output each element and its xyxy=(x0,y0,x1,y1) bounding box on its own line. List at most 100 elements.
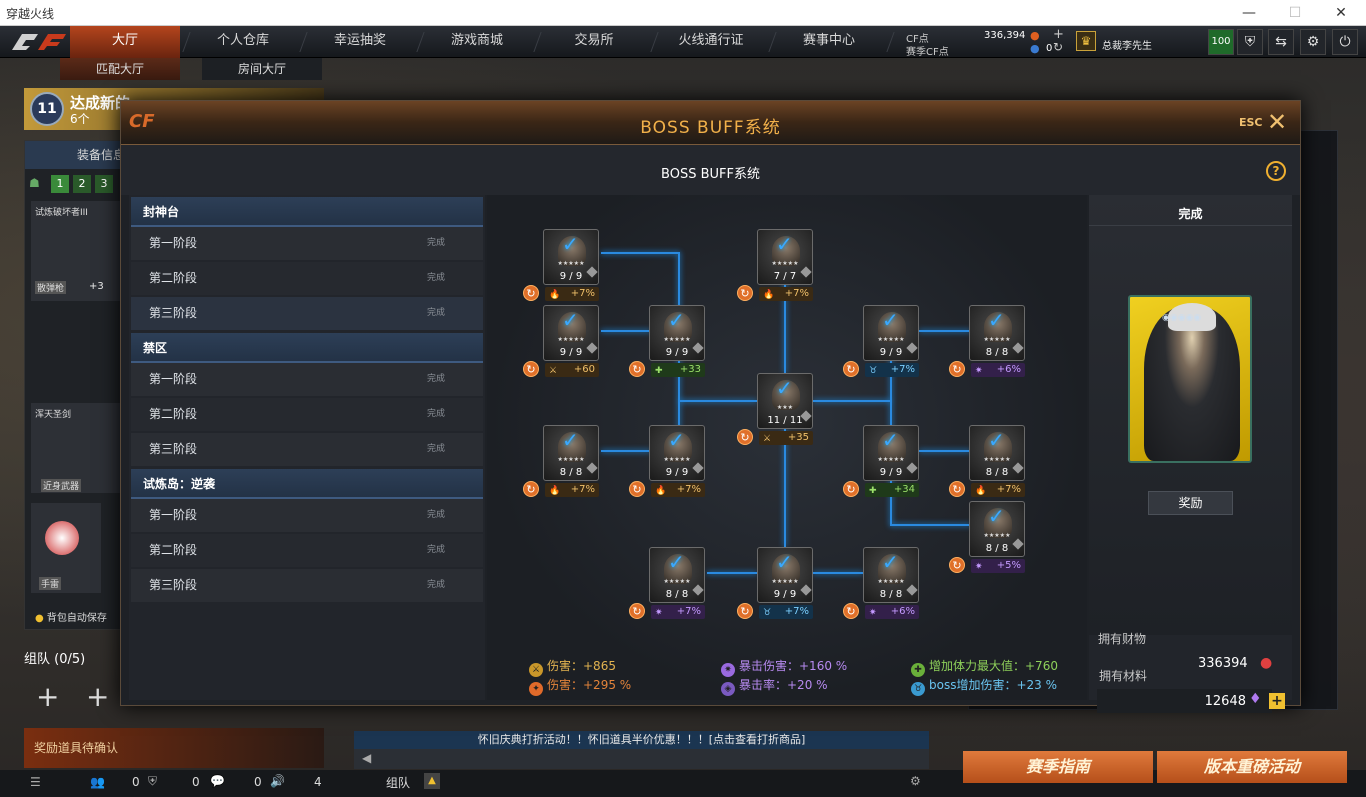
tab-slot-2[interactable]: 2 xyxy=(73,175,91,193)
buff-node[interactable]: ✓★★★★★8 / 8 xyxy=(969,501,1025,557)
reset-icon[interactable]: ↻ xyxy=(523,361,539,377)
buff-node[interactable]: ✓★★★★★9 / 9 xyxy=(757,547,813,603)
switch-icon[interactable]: ⇆ xyxy=(1268,29,1294,55)
nav-lucky-draw[interactable]: 幸运抽奖 xyxy=(333,33,386,48)
list-item[interactable]: 第三阶段完成 xyxy=(131,297,483,330)
node-bonus-value: +7% xyxy=(676,606,701,617)
gear-icon[interactable]: ⚙ xyxy=(1300,29,1326,55)
username[interactable]: 总裁李先生 xyxy=(1102,41,1152,52)
buff-node[interactable]: ✓★★★★★9 / 9 xyxy=(649,305,705,361)
reset-icon[interactable]: ↻ xyxy=(629,603,645,619)
nav-shop[interactable]: 游戏商城 xyxy=(450,33,503,48)
node-stars: ★★★★★ xyxy=(877,456,905,463)
boss-portrait xyxy=(984,432,1012,462)
group-header[interactable]: 禁区 xyxy=(131,333,483,363)
group-header[interactable]: 封神台 xyxy=(131,197,483,227)
list-item[interactable]: 第三阶段完成 xyxy=(131,569,483,602)
reset-icon[interactable]: ↻ xyxy=(843,361,859,377)
shield-icon[interactable]: ⛨ xyxy=(1237,29,1263,55)
buff-node[interactable]: ✓★★★★★9 / 9 xyxy=(863,425,919,481)
buff-node[interactable]: ✓★★★★★8 / 8 xyxy=(863,547,919,603)
buff-node[interactable]: ✓★★★★★8 / 8 xyxy=(969,305,1025,361)
speaker-icon[interactable]: ◀ xyxy=(362,751,372,765)
group-header[interactable]: 试炼岛：逆袭 xyxy=(131,469,483,499)
esc-label[interactable]: ESC xyxy=(1239,116,1263,129)
add-member-icon[interactable]: + xyxy=(36,680,60,713)
buff-node[interactable]: ✓★★★★★8 / 8 xyxy=(543,425,599,481)
reset-icon[interactable]: ↻ xyxy=(523,481,539,497)
sub-match-lobby[interactable]: 匹配大厅 xyxy=(60,58,180,80)
tab-slot-3[interactable]: 3 xyxy=(95,175,113,193)
list-item[interactable]: 第二阶段完成 xyxy=(131,534,483,567)
nav-lobby[interactable]: 大厅 xyxy=(70,26,180,58)
reset-icon[interactable]: ↻ xyxy=(843,603,859,619)
reset-icon[interactable]: ↻ xyxy=(737,603,753,619)
buff-node[interactable]: ✓★★★★★7 / 7 xyxy=(757,229,813,285)
weapon-slot-2[interactable]: 浑天圣剑 近身武器 xyxy=(31,403,121,493)
maximize-button[interactable]: ☐ xyxy=(1288,5,1302,21)
season-cf-label: 赛季CF点 xyxy=(906,47,949,58)
shield-icon[interactable]: ⛨ xyxy=(148,774,158,788)
friends-icon[interactable]: 👥 xyxy=(90,775,105,789)
character-card[interactable]: ◉◉◉◉◉ xyxy=(1128,295,1252,463)
list-item[interactable]: 第二阶段完成 xyxy=(131,262,483,295)
buff-node[interactable]: ✓★★★★★9 / 9 xyxy=(543,229,599,285)
team-channel-button[interactable]: 组队 xyxy=(386,776,411,790)
list-item[interactable]: 第三阶段完成 xyxy=(131,433,483,466)
close-window-button[interactable]: ✕ xyxy=(1335,5,1347,21)
chat-icon[interactable]: 💬 xyxy=(210,774,225,788)
season-guide-button[interactable]: 赛季指南 xyxy=(963,751,1153,783)
reset-icon[interactable]: ↻ xyxy=(523,285,539,301)
reset-icon[interactable]: ↻ xyxy=(949,481,965,497)
buff-node[interactable]: ✓★★★11 / 11 xyxy=(757,373,813,429)
nav-events[interactable]: 赛事中心 xyxy=(802,33,855,48)
tab-slot-1[interactable]: 1 xyxy=(51,175,69,193)
version-event-button[interactable]: 版本重磅活动 xyxy=(1157,751,1347,783)
list-item[interactable]: 第一阶段完成 xyxy=(131,499,483,532)
menu-icon[interactable]: ☰ xyxy=(30,775,41,789)
list-item[interactable]: 第一阶段完成 xyxy=(131,363,483,396)
volume-icon[interactable]: 🔊 xyxy=(270,774,285,788)
friends-count: 0 xyxy=(132,775,140,789)
reset-icon[interactable]: ↻ xyxy=(737,429,753,445)
weapon-slot-1[interactable]: 试炼破坏者III 散弹枪 +3 xyxy=(31,201,121,301)
help-icon[interactable]: ? xyxy=(1266,161,1286,181)
nav-pass[interactable]: 火线通行证 xyxy=(678,33,744,48)
reset-icon[interactable]: ↻ xyxy=(843,481,859,497)
stat-crit-damage: ✷暴击伤害：+160 % xyxy=(721,657,847,677)
settings-icon[interactable]: ⚙ xyxy=(910,774,921,788)
refresh-icon[interactable]: ↻ xyxy=(1053,40,1064,54)
level-badge[interactable]: 100 xyxy=(1208,29,1234,55)
reset-icon[interactable]: ↻ xyxy=(629,361,645,377)
reset-icon[interactable]: ↻ xyxy=(949,557,965,573)
list-item[interactable]: 第二阶段完成 xyxy=(131,398,483,431)
grenade-slot[interactable]: 手雷 xyxy=(31,503,101,593)
reset-icon[interactable]: ↻ xyxy=(737,285,753,301)
boss-portrait xyxy=(664,554,692,584)
nav-exchange[interactable]: 交易所 xyxy=(574,33,614,48)
reward-button[interactable]: 奖励 xyxy=(1148,491,1233,515)
buff-node[interactable]: ✓★★★★★9 / 9 xyxy=(543,305,599,361)
channel-toggle-icon[interactable]: ▲ xyxy=(424,773,440,789)
list-item[interactable]: 第一阶段完成 xyxy=(131,227,483,260)
close-icon[interactable]: ✕ xyxy=(1267,108,1288,136)
auto-save-label[interactable]: ● 背包自动保存 xyxy=(35,609,107,624)
reset-icon[interactable]: ↻ xyxy=(949,361,965,377)
add-materials-icon[interactable]: + xyxy=(1269,693,1285,709)
nav-warehouse[interactable]: 个人仓库 xyxy=(216,33,269,48)
buff-node[interactable]: ✓★★★★★9 / 9 xyxy=(649,425,705,481)
buff-node[interactable]: ✓★★★★★8 / 8 xyxy=(649,547,705,603)
node-bonus: ⚔+60 xyxy=(545,363,599,377)
reward-pending-banner[interactable]: 奖励道具待确认 xyxy=(24,728,324,768)
sub-room-lobby[interactable]: 房间大厅 xyxy=(202,58,322,80)
boss-portrait xyxy=(558,236,586,266)
power-icon[interactable]: ⏻ xyxy=(1332,29,1358,55)
news-ticker[interactable]: 怀旧庆典打折活动！！怀旧道具半价优惠！！！[点击查看打折商品] xyxy=(354,731,929,749)
add-points-icon[interactable]: + xyxy=(1053,27,1064,42)
cf-logo: CF xyxy=(129,111,155,132)
add-member-icon[interactable]: + xyxy=(86,680,110,713)
minimize-button[interactable]: — xyxy=(1242,5,1256,21)
buff-node[interactable]: ✓★★★★★9 / 9 xyxy=(863,305,919,361)
reset-icon[interactable]: ↻ xyxy=(629,481,645,497)
buff-node[interactable]: ✓★★★★★8 / 8 xyxy=(969,425,1025,481)
